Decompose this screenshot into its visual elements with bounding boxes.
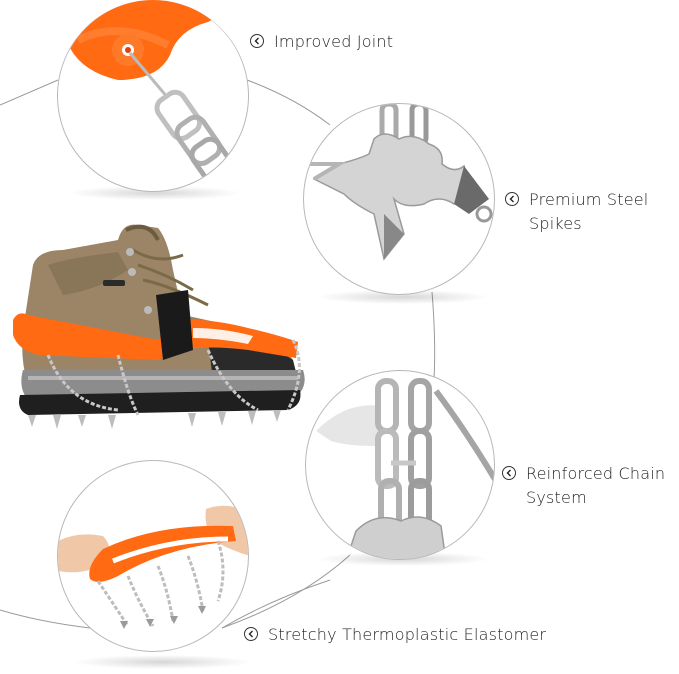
feature-label-improved-joint: Improved Joint bbox=[250, 30, 393, 54]
circle-chevron-left-icon bbox=[244, 627, 258, 641]
chain-illustration bbox=[316, 378, 494, 559]
boot-illustration bbox=[13, 224, 305, 429]
joint-detail-circle bbox=[57, 0, 249, 192]
feature-label-premium-steel-spikes: Premium Steel Spikes bbox=[505, 188, 648, 236]
hiking-boot-with-cleats bbox=[8, 210, 318, 440]
circle-chevron-left-icon bbox=[502, 466, 516, 480]
elastomer-illustration bbox=[58, 505, 248, 629]
spikes-detail-circle bbox=[303, 103, 495, 295]
joint-illustration bbox=[58, 0, 248, 189]
spikes-illustration bbox=[304, 104, 493, 261]
circle-chevron-left-icon bbox=[250, 34, 264, 48]
chain-detail-circle bbox=[305, 370, 495, 560]
feature-label-stretchy-thermoplastic-elastomer: Stretchy Thermoplastic Elastomer bbox=[244, 623, 546, 647]
circle-chevron-left-icon bbox=[505, 192, 519, 206]
elastomer-shadow bbox=[75, 655, 250, 669]
elastomer-detail-circle bbox=[57, 460, 249, 652]
feature-label-reinforced-chain-system: Reinforced Chain System bbox=[502, 462, 665, 510]
joint-shadow bbox=[70, 186, 240, 200]
spikes-shadow bbox=[318, 290, 488, 304]
